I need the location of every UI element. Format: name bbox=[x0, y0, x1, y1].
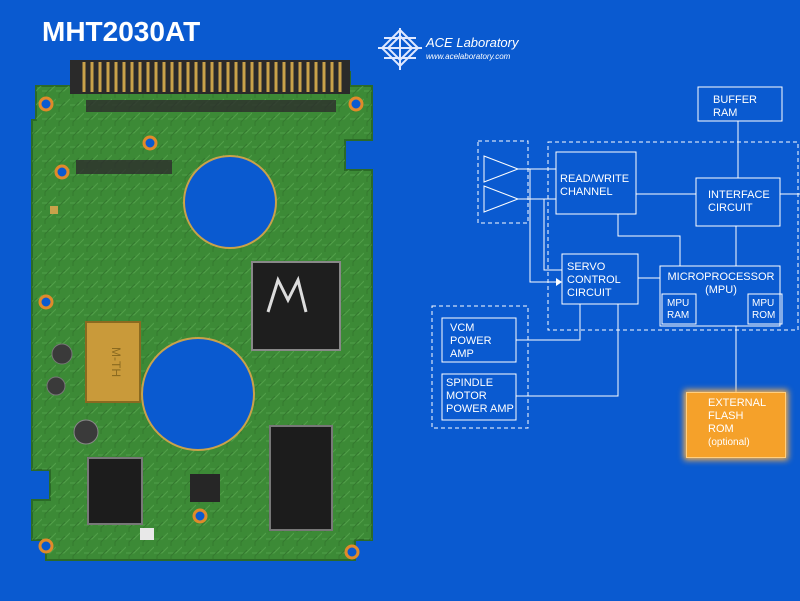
flash-line-4: (optional) bbox=[708, 437, 750, 448]
motor-driver-chip bbox=[87, 457, 143, 525]
rw-channel-line-2: CHANNEL bbox=[560, 186, 613, 198]
flash-label: EXTERNAL FLASH ROM (optional) bbox=[708, 397, 766, 449]
mpu-rom-line-1: MPU bbox=[752, 298, 775, 309]
logo-url: www.acelaboratory.com bbox=[426, 52, 511, 61]
rw-channel-box bbox=[555, 151, 637, 215]
rw-channel-line-1: READ/WRITE bbox=[560, 173, 630, 185]
gold-chip-label: M-TH bbox=[109, 347, 123, 377]
rw-channel-label: READ/WRITE CHANNEL bbox=[560, 173, 629, 199]
servo-label: SERVO CONTROL CIRCUIT bbox=[567, 261, 621, 300]
buffer-ram-line-1: BUFFER bbox=[713, 94, 757, 106]
interface-line-2: CIRCUIT bbox=[708, 202, 753, 214]
servo-line-3: CIRCUIT bbox=[567, 287, 612, 299]
mpu-ram-line-2: RAM bbox=[667, 310, 690, 321]
mpu-line-1: MICROPROCESSOR bbox=[667, 271, 775, 283]
vcm-line-2: POWER bbox=[450, 335, 492, 347]
mpu-ram-line-1: MPU bbox=[667, 298, 690, 309]
preamp-triangle-top bbox=[483, 155, 520, 183]
small-chip bbox=[190, 474, 220, 502]
spindle-box bbox=[441, 373, 517, 421]
controller-region bbox=[547, 141, 799, 331]
mpu-rom-line-2: ROM bbox=[752, 310, 776, 321]
buffer-ram-line-2: RAM bbox=[713, 107, 738, 119]
spindle-label: SPINDLE MOTOR POWER AMP bbox=[446, 377, 514, 416]
chip-logo-icon bbox=[266, 275, 308, 313]
buffer-ram-label: BUFFER RAM bbox=[713, 94, 757, 120]
mpu-box bbox=[659, 265, 781, 327]
spindle-line-3: POWER AMP bbox=[446, 403, 514, 415]
mpu-line-2: (MPU) bbox=[705, 284, 737, 296]
connector-pins bbox=[82, 62, 342, 92]
interface-line-1: INTERFACE bbox=[708, 189, 770, 201]
spindle-line-1: SPINDLE bbox=[446, 377, 494, 389]
preamp-triangle-bottom bbox=[483, 185, 520, 213]
flash-line-3: ROM bbox=[708, 423, 734, 435]
mpu-rom-box bbox=[747, 293, 783, 325]
servo-box bbox=[561, 253, 639, 305]
logo-name: ACE Laboratory bbox=[426, 35, 519, 50]
preamp-region bbox=[477, 140, 529, 224]
spindle-line-2: MOTOR bbox=[446, 390, 487, 402]
interface-label: INTERFACE CIRCUIT bbox=[708, 189, 770, 215]
board-hole-center bbox=[141, 337, 255, 451]
inductor-2 bbox=[46, 376, 66, 396]
board-hole-top bbox=[183, 155, 277, 249]
vcm-line-1: VCM bbox=[450, 322, 475, 334]
ace-logo-icon bbox=[378, 28, 422, 70]
vcm-label: VCM POWER AMP bbox=[450, 322, 492, 361]
flash-line-2: FLASH bbox=[708, 410, 744, 422]
flash-line-1: EXTERNAL bbox=[708, 397, 767, 409]
mpu-label: MICROPROCESSOR (MPU) bbox=[666, 271, 776, 297]
mounting-pads bbox=[38, 96, 364, 560]
mpu-ram-label: MPU RAM bbox=[667, 298, 689, 322]
vcm-line-3: AMP bbox=[450, 348, 474, 360]
buffer-ram-box bbox=[697, 86, 783, 122]
memory-chip bbox=[269, 425, 333, 531]
mpu-ram-box bbox=[661, 293, 697, 325]
controller-chip bbox=[251, 261, 341, 351]
page-title: MHT2030AT bbox=[42, 16, 201, 47]
inductor-1 bbox=[51, 343, 73, 365]
mpu-rom-label: MPU ROM bbox=[752, 298, 775, 322]
external-flash-rom-box bbox=[686, 392, 786, 458]
arrow-icon bbox=[556, 278, 562, 286]
ace-laboratory-logo bbox=[378, 28, 422, 70]
inductor-3 bbox=[73, 419, 99, 445]
servo-line-2: CONTROL bbox=[567, 274, 621, 286]
servo-line-1: SERVO bbox=[567, 261, 606, 273]
driver-region bbox=[431, 305, 529, 429]
gold-chip bbox=[85, 321, 141, 403]
